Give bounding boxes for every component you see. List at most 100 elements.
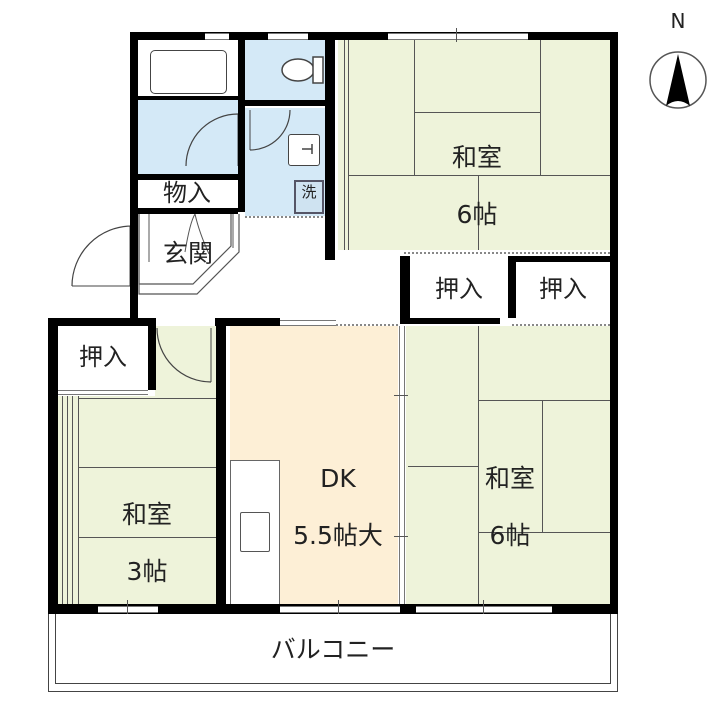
washitsu-se-size: 6帖 bbox=[489, 521, 531, 551]
wall bbox=[400, 256, 410, 324]
washitsu-w-name: 和室 bbox=[121, 499, 172, 529]
monoire-label: 物入 bbox=[163, 179, 211, 207]
sliding-door-track bbox=[336, 324, 398, 326]
bathroom-floor bbox=[138, 100, 238, 175]
oshiire-center-2[interactable] bbox=[516, 262, 610, 318]
window-mark bbox=[456, 28, 457, 42]
compass-north-label: N bbox=[670, 9, 686, 33]
wall bbox=[138, 174, 238, 180]
fusuma-dk-washitsu[interactable] bbox=[399, 326, 405, 604]
washitsu-ne-floor bbox=[338, 40, 610, 250]
washroom-door-swing[interactable] bbox=[248, 108, 293, 153]
tatami-line bbox=[414, 40, 415, 175]
genkan-step-outline bbox=[138, 212, 240, 295]
oshiire-west-label: 押入 bbox=[79, 343, 127, 371]
tatami-line bbox=[408, 466, 478, 467]
washbasin bbox=[288, 134, 320, 166]
tatami-line bbox=[67, 396, 68, 604]
monoire-closet[interactable] bbox=[138, 180, 236, 210]
tatami-line bbox=[62, 396, 63, 604]
toilet-icon bbox=[281, 56, 324, 84]
washitsu-w-label: 和室 3帖 bbox=[78, 472, 216, 587]
window-mark bbox=[338, 600, 339, 614]
tatami-line bbox=[348, 40, 349, 250]
wall bbox=[508, 256, 516, 318]
window-north-washitsu[interactable] bbox=[388, 33, 528, 40]
wall bbox=[138, 208, 238, 214]
north-arrow-icon bbox=[649, 51, 707, 109]
fusuma-mark bbox=[394, 395, 408, 396]
oshiire-center-1[interactable] bbox=[410, 262, 508, 318]
sliding-door-track bbox=[512, 324, 610, 326]
washitsu-w-size: 3帖 bbox=[126, 557, 168, 587]
tatami-line bbox=[478, 175, 479, 250]
washer-space bbox=[294, 180, 324, 214]
washitsu-se-label: 和室 6帖 bbox=[478, 436, 542, 551]
bathroom-door-swing[interactable] bbox=[182, 110, 242, 170]
wall bbox=[215, 318, 280, 326]
bathtub-basin bbox=[150, 50, 227, 94]
wall bbox=[610, 32, 618, 612]
wall bbox=[130, 32, 138, 324]
genkan-label: 玄関 bbox=[162, 239, 213, 268]
wall bbox=[516, 256, 610, 262]
entry-door-swing[interactable] bbox=[68, 222, 136, 302]
washitsu-se-floor bbox=[406, 326, 610, 604]
washitsu-ne-name: 和室 bbox=[451, 142, 502, 172]
wall bbox=[216, 318, 226, 608]
dk-label: DK 5.5帖大 bbox=[278, 436, 398, 551]
tatami-line bbox=[78, 398, 216, 399]
tatami-line bbox=[78, 467, 216, 468]
oshiire-west[interactable] bbox=[58, 330, 148, 388]
oshiire-west-sliding-door[interactable] bbox=[58, 390, 148, 395]
faucet-icon bbox=[302, 144, 313, 154]
wall bbox=[238, 32, 245, 212]
wall bbox=[138, 96, 238, 100]
tatami-line bbox=[478, 532, 610, 533]
balcony-label: バルコニー bbox=[270, 635, 396, 664]
wall bbox=[148, 318, 156, 390]
oshiire-center-1-label: 押入 bbox=[435, 275, 483, 303]
washitsu-w-door-swing[interactable] bbox=[155, 326, 215, 384]
window-toilet[interactable] bbox=[268, 33, 308, 40]
wall bbox=[130, 32, 335, 40]
oshiire-center-2-label: 押入 bbox=[539, 275, 587, 303]
wall bbox=[245, 100, 325, 106]
washitsu-ne-label: 和室 6帖 bbox=[414, 115, 540, 230]
tatami-line bbox=[540, 40, 541, 175]
wall bbox=[400, 256, 408, 260]
wall bbox=[325, 32, 335, 260]
tatami-line bbox=[344, 40, 345, 250]
dk-north-opening[interactable] bbox=[280, 320, 336, 326]
tatami-line bbox=[414, 112, 540, 113]
fusuma-mark bbox=[394, 536, 408, 537]
window-south-east[interactable] bbox=[416, 606, 552, 613]
tatami-line bbox=[78, 537, 216, 538]
dk-name: DK bbox=[320, 463, 356, 493]
tatami-line bbox=[348, 175, 610, 176]
compass: N bbox=[648, 10, 708, 110]
tatami-line bbox=[542, 400, 543, 532]
window-south-dk[interactable] bbox=[280, 606, 400, 613]
wall bbox=[48, 318, 148, 326]
window-south-west[interactable] bbox=[98, 606, 158, 613]
sliding-door-track bbox=[404, 252, 610, 254]
washitsu-w-entry-floor bbox=[155, 326, 216, 396]
sliding-door-track bbox=[245, 216, 325, 218]
balcony bbox=[48, 614, 618, 692]
kitchen-sink bbox=[240, 512, 270, 552]
washitsu-w-floor bbox=[58, 396, 216, 604]
balcony-inner bbox=[55, 614, 611, 684]
tatami-line bbox=[72, 396, 73, 604]
washitsu-ne-size: 6帖 bbox=[456, 200, 498, 230]
wall bbox=[48, 318, 58, 612]
wall bbox=[400, 318, 500, 324]
tatami-line bbox=[478, 400, 610, 401]
tatami-line bbox=[478, 326, 479, 604]
washer-label: 洗 bbox=[301, 183, 317, 201]
tatami-line bbox=[78, 396, 79, 604]
washitsu-se-name: 和室 bbox=[484, 463, 535, 493]
dk-size: 5.5帖大 bbox=[293, 521, 383, 551]
window-bath[interactable] bbox=[205, 33, 229, 40]
window-mark bbox=[127, 600, 128, 614]
